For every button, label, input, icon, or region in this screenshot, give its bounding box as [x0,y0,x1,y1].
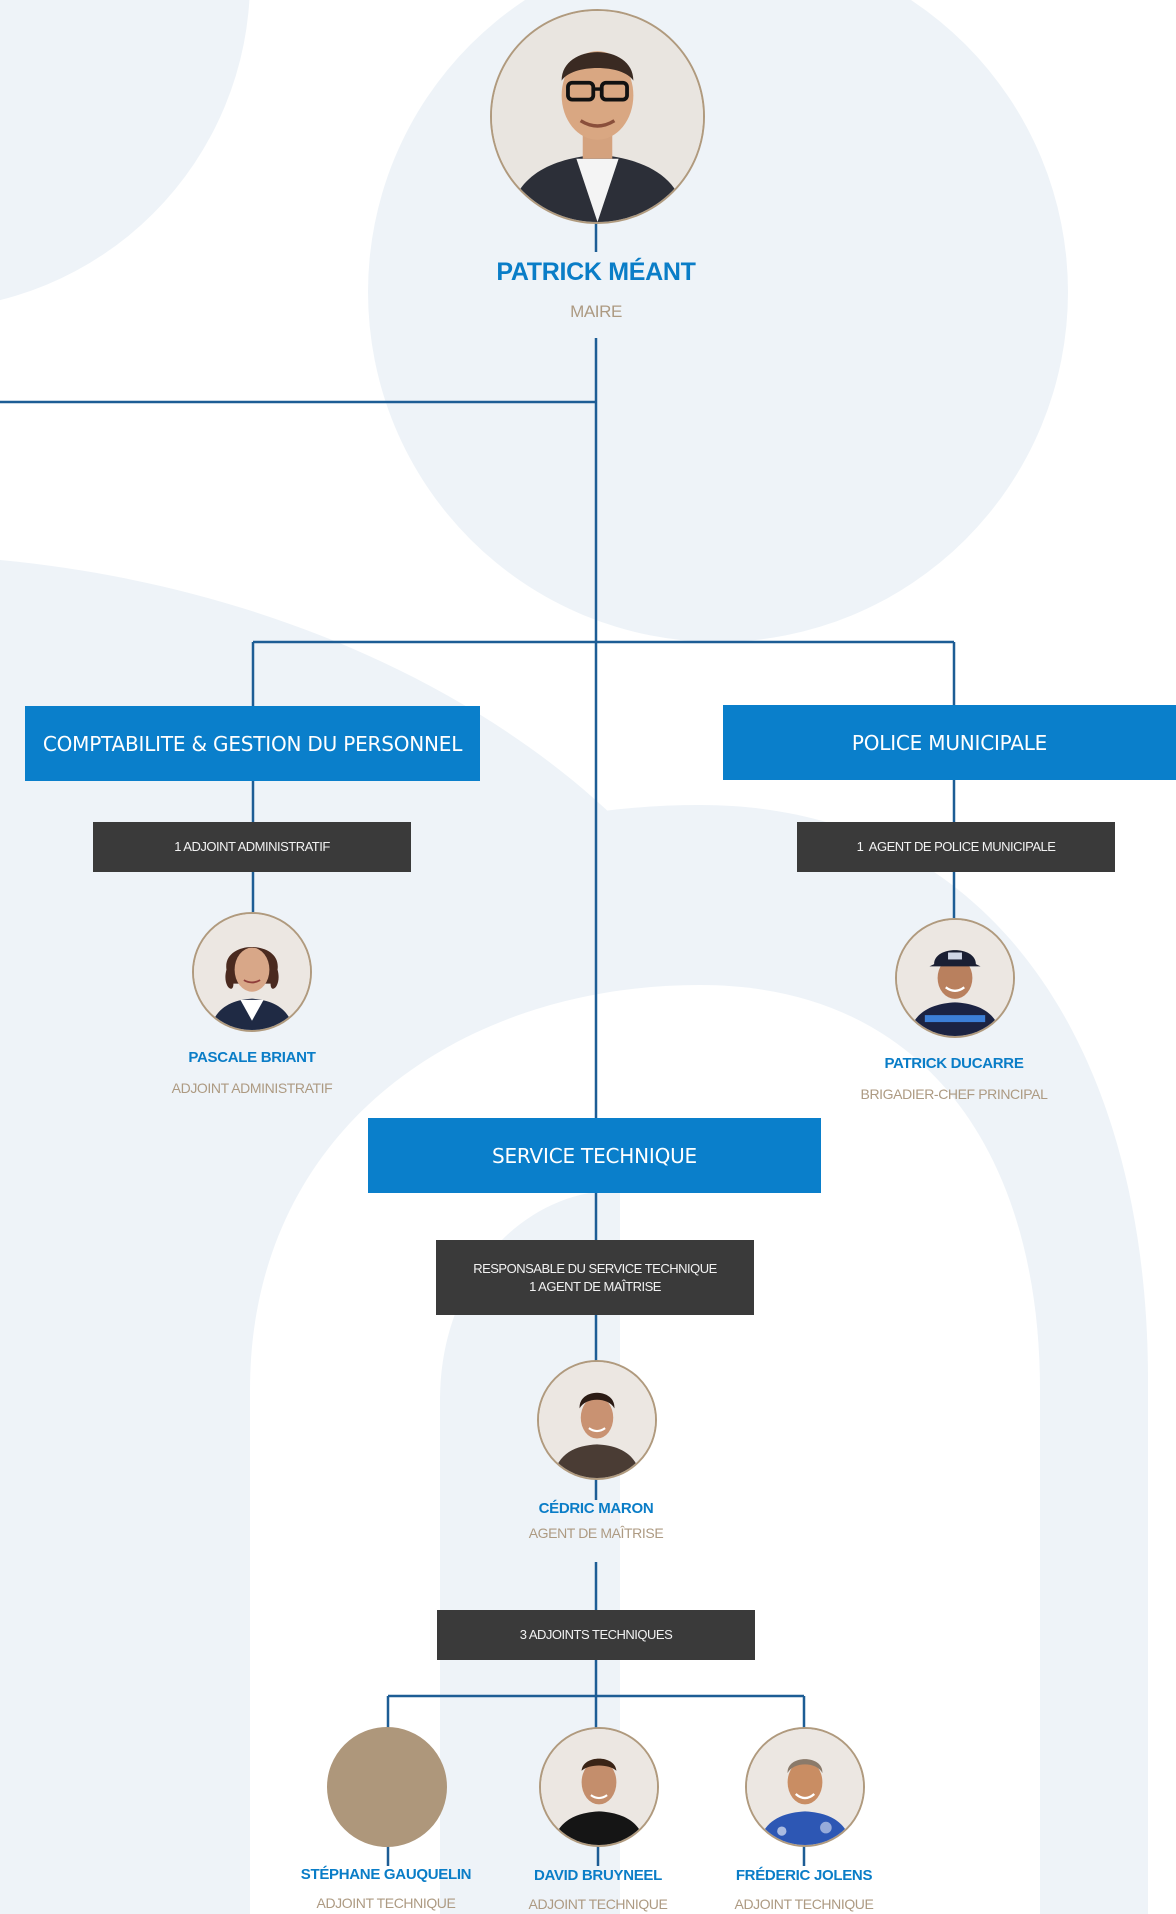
accounting-staff-box: 1 ADJOINT ADMINISTRATIF [93,822,411,872]
team-member-1-photo-placeholder [327,1727,447,1847]
dept-technical: SERVICE TECHNIQUE [368,1118,821,1193]
mayor-photo [490,9,705,224]
technical-staff-box: RESPONSABLE DU SERVICE TECHNIQUE 1 AGENT… [436,1240,754,1315]
team-member-3-role: ADJOINT TECHNIQUE [734,1896,874,1912]
technical-person-role: AGENT DE MAÎTRISE [528,1525,664,1541]
police-staff-box: 1 AGENT DE POLICE MUNICIPALE [797,822,1115,872]
technical-person-name: CÉDRIC MARON [538,1500,654,1517]
team-member-3-photo [745,1727,865,1847]
team-member-3-name: FRÉDERIC JOLENS [735,1867,873,1884]
accounting-person-photo [192,912,312,1032]
mayor-role: MAIRE [570,302,622,321]
mayor-name: PATRICK MÉANT [496,258,696,286]
police-person-name: PATRICK DUCARRE [884,1055,1024,1072]
team-member-1-role: ADJOINT TECHNIQUE [316,1895,456,1911]
technical-staff-line2: 1 AGENT DE MAÎTRISE [529,1278,661,1294]
dept-accounting: COMPTABILITE & GESTION DU PERSONNEL [25,706,480,781]
team-member-2-photo [539,1727,659,1847]
technical-team-box: 3 ADJOINTS TECHNIQUES [437,1610,755,1660]
team-member-1-name: STÉPHANE GAUQUELIN [300,1866,472,1883]
accounting-person-role: ADJOINT ADMINISTRATIF [171,1080,333,1096]
police-person-role: BRIGADIER-CHEF PRINCIPAL [860,1086,1048,1102]
team-member-2-name: DAVID BRUYNEEL [533,1867,663,1884]
technical-person-photo [537,1360,657,1480]
police-staff-label: 1 AGENT DE POLICE MUNICIPALE [856,839,1056,854]
dept-police: POLICE MUNICIPALE [723,705,1176,780]
accounting-person-name: PASCALE BRIANT [188,1049,316,1066]
police-person-photo [895,918,1015,1038]
technical-staff-line1: RESPONSABLE DU SERVICE TECHNIQUE [473,1260,717,1276]
technical-team-label: 3 ADJOINTS TECHNIQUES [519,1627,673,1642]
team-member-2-role: ADJOINT TECHNIQUE [528,1896,668,1912]
accounting-staff-label: 1 ADJOINT ADMINISTRATIF [174,839,330,854]
